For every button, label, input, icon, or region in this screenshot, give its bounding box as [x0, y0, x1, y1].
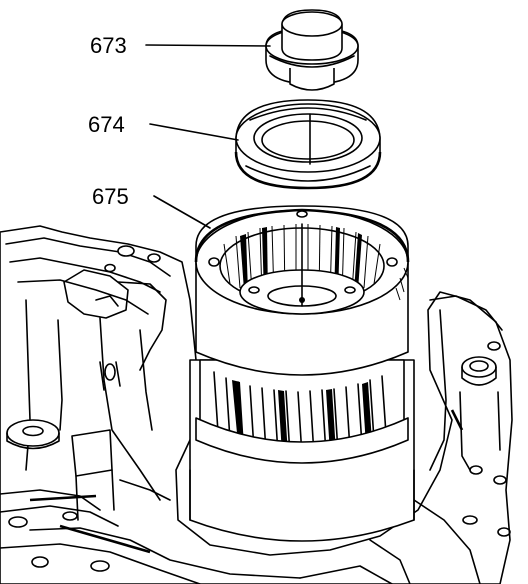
part-675-gear-assembly — [189, 205, 415, 542]
leader-673 — [145, 44, 271, 47]
part-673-cap — [265, 9, 359, 91]
transmission-case — [0, 225, 513, 584]
callout-673: 673 — [90, 33, 127, 58]
part-674-bearing — [234, 99, 382, 190]
leader-lines — [145, 44, 271, 229]
callout-674: 674 — [88, 112, 125, 137]
callout-675: 675 — [92, 184, 129, 209]
leader-675 — [153, 195, 211, 229]
leader-674 — [149, 123, 239, 141]
callout-labels: 673 674 675 — [88, 33, 129, 209]
